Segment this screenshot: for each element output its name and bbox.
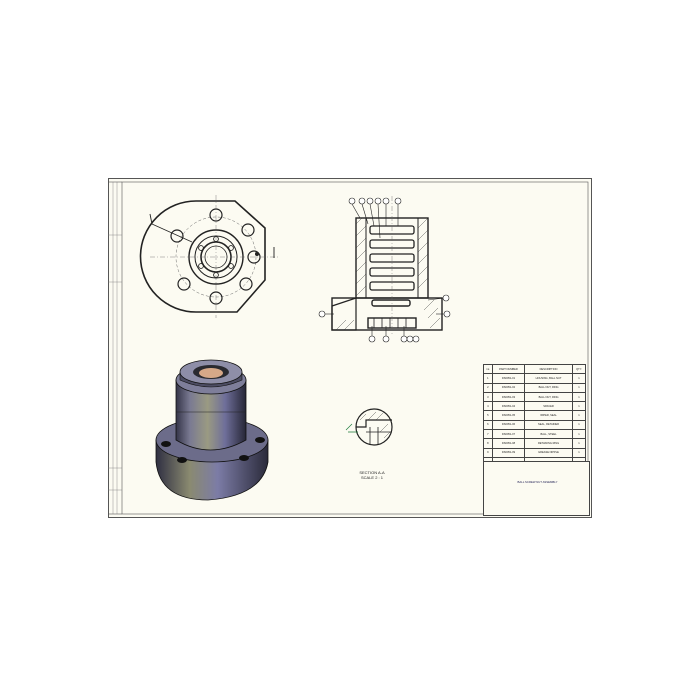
cell-quantity: 1 <box>571 429 587 440</box>
section-hatching <box>355 217 429 297</box>
flange-bolt-holes <box>170 208 261 305</box>
cell-item-number: 9 <box>483 447 493 458</box>
cell-quantity: 1 <box>571 382 587 393</box>
cell-description: BALL NUT, RING <box>524 382 573 393</box>
revision-strip <box>108 182 122 514</box>
cell-item-number: 5 <box>483 410 493 421</box>
section-view <box>331 196 443 336</box>
detail-view <box>345 408 393 446</box>
cell-description: BALL NUT, RING <box>524 391 573 403</box>
cell-description: SPACER <box>524 401 573 412</box>
cell-part-number: DS0051-07 <box>491 429 526 440</box>
cell-quantity: 1 <box>571 391 587 403</box>
cell-description: GREASE NIPPLE <box>524 447 573 458</box>
cell-description: RETAINING RING <box>524 438 573 449</box>
cell-item-number: 2 <box>483 382 493 393</box>
front-view <box>139 195 278 318</box>
cell-description: WIPER, SEAL <box>524 410 573 421</box>
cell-item-number: 3 <box>483 391 493 403</box>
isometric-view <box>155 359 269 501</box>
header-description: DESCRIPTION <box>524 363 573 375</box>
cell-part-number: DS0051-02 <box>491 382 526 393</box>
cell-part-number: DS0051-09 <box>491 447 526 458</box>
parts-table-header: № PART NUMBER DESCRIPTION QTY. <box>483 363 587 375</box>
cell-quantity: 1 <box>571 410 587 421</box>
header-part-number: PART NUMBER <box>491 363 526 375</box>
cell-quantity: 1 <box>571 401 587 412</box>
cell-part-number: DS0051-06 <box>491 419 526 431</box>
cell-quantity: 1 <box>571 447 587 458</box>
sheet-border <box>108 181 589 515</box>
cell-item-number: 8 <box>483 438 493 449</box>
cell-item-number: 6 <box>483 419 493 431</box>
header-item-number: № <box>483 363 493 375</box>
cell-part-number: DS0051-08 <box>491 438 526 449</box>
section-caption-line-1: SECTION A-A <box>359 470 385 475</box>
cell-part-number: DS0051-04 <box>491 401 526 412</box>
cell-item-number: 7 <box>483 429 493 440</box>
header-quantity: QTY. <box>571 363 587 375</box>
cell-quantity: 1 <box>571 438 587 449</box>
cell-part-number: DS0051-05 <box>491 410 526 421</box>
cell-part-number: DS0051-03 <box>491 391 526 403</box>
cell-description: HOUSING, BALL NUT <box>524 373 573 384</box>
cell-item-number: 4 <box>483 401 493 412</box>
title-block: BALL SCREW NUT ASSEMBLY <box>483 461 590 516</box>
title-block-title: BALL SCREW NUT ASSEMBLY <box>517 480 558 484</box>
cell-quantity: 1 <box>571 373 587 384</box>
cell-part-number: DS0051-01 <box>491 373 526 384</box>
cell-description: SEAL, RETAINER <box>524 419 573 431</box>
cell-item-number: 1 <box>483 373 493 384</box>
section-caption: SECTION A-A SCALE 2 : 1 <box>352 470 392 480</box>
section-caption-line-2: SCALE 2 : 1 <box>360 475 383 480</box>
cell-quantity: 1 <box>571 419 587 431</box>
cell-description: BALL, STEEL <box>524 429 573 440</box>
section-balloons <box>318 197 451 343</box>
